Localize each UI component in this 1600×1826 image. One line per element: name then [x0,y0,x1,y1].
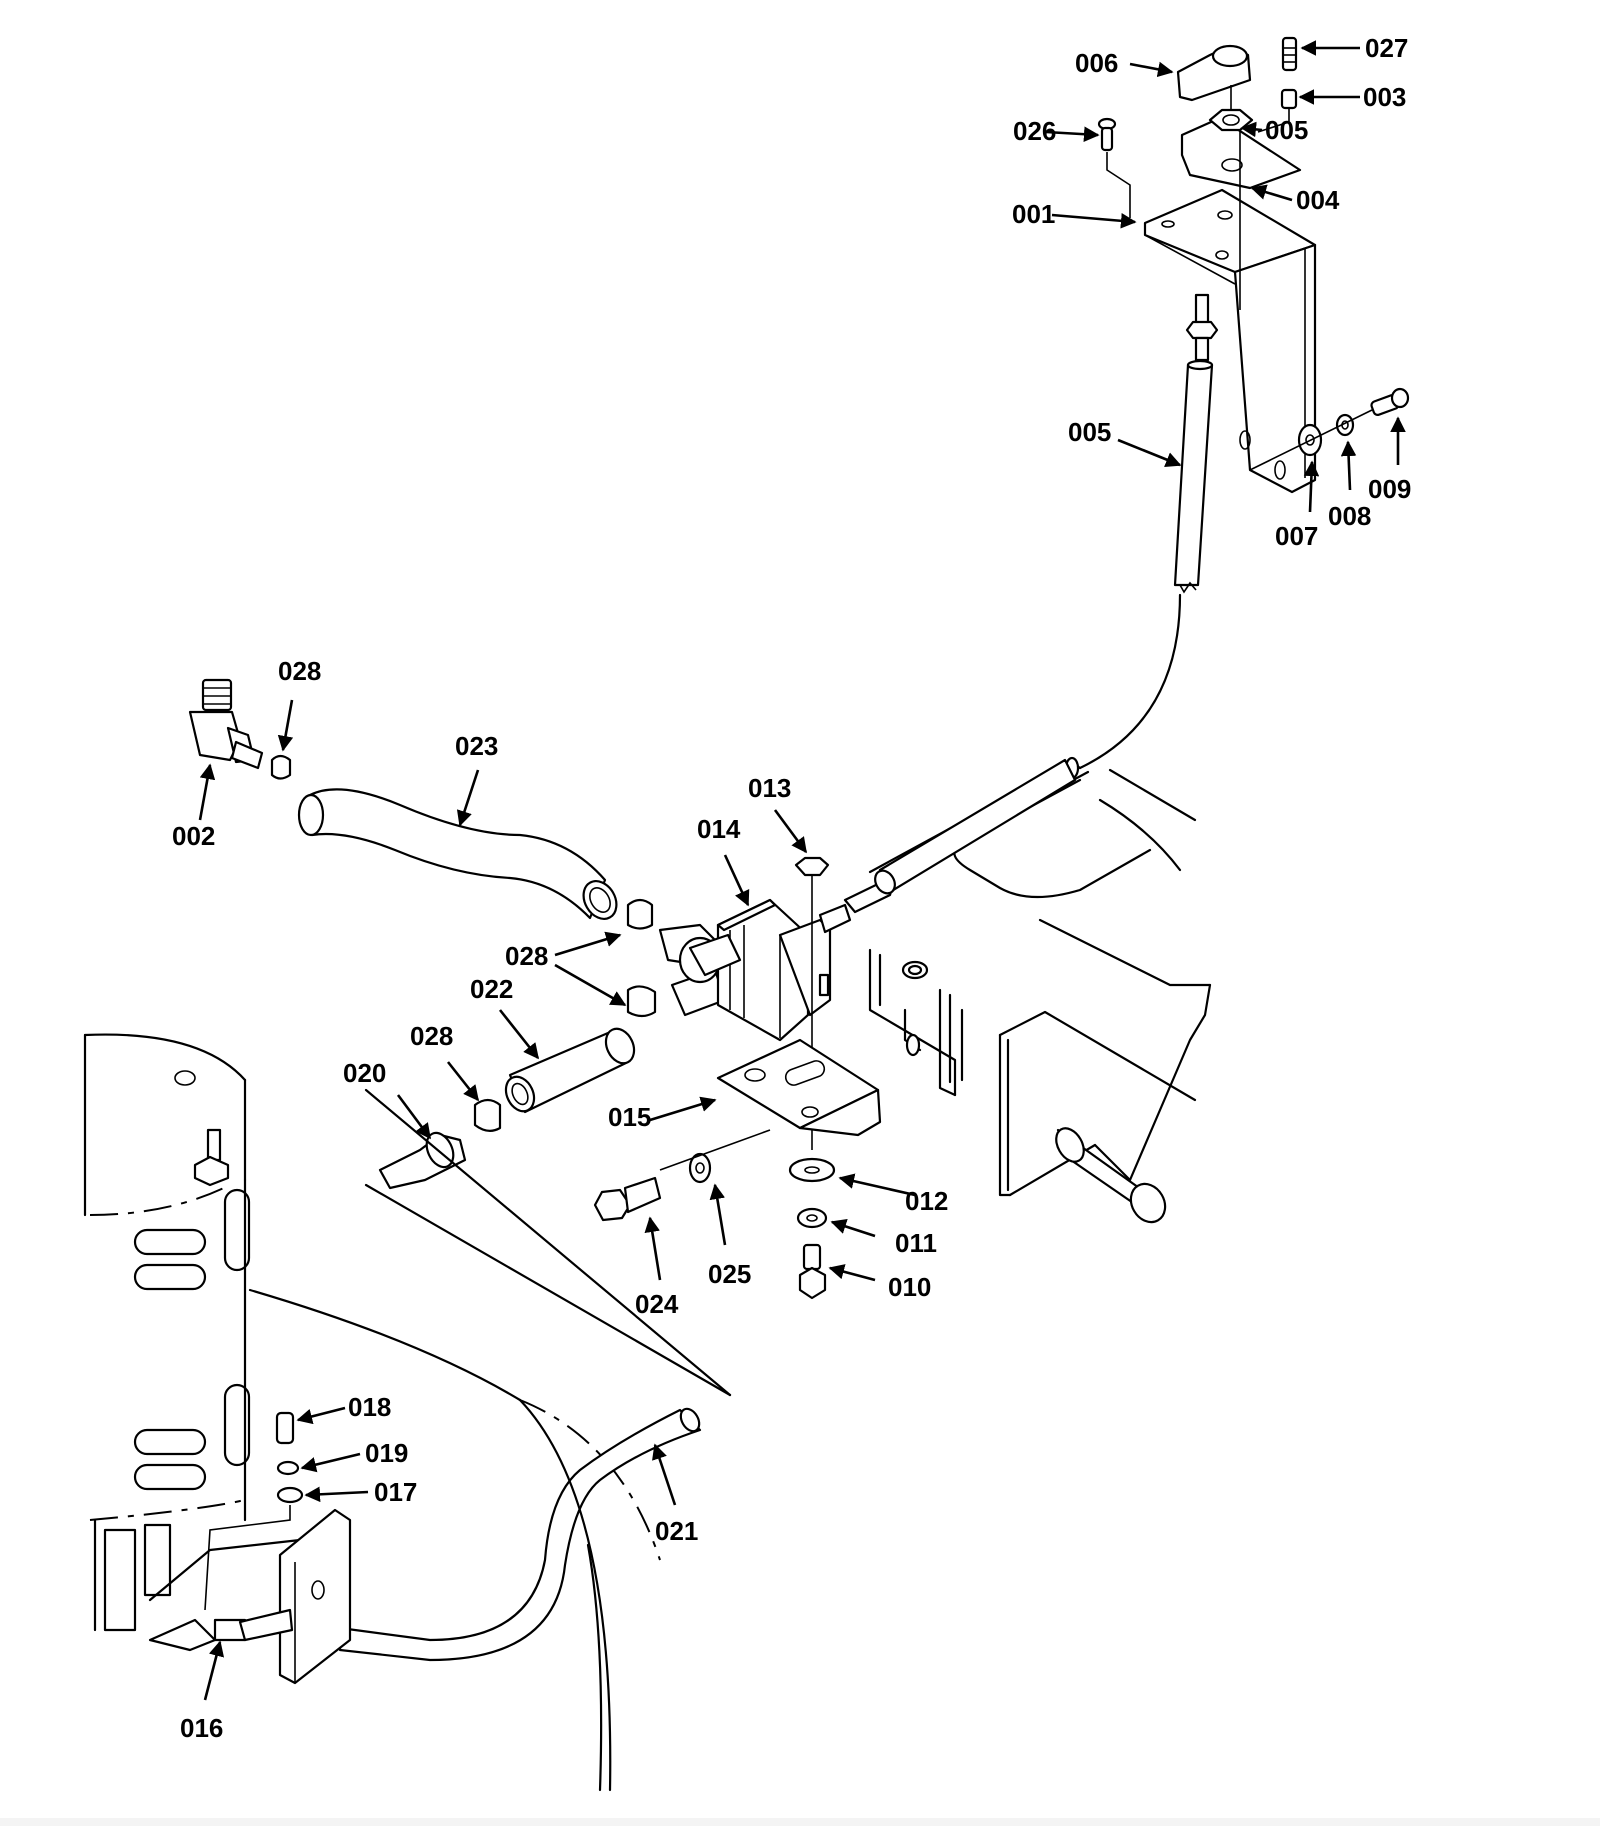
callout-024: 024 [635,1289,679,1319]
nut-013 [794,856,830,877]
callout-028-a: 028 [278,656,321,686]
callout-008: 008 [1328,501,1371,531]
callout-012: 012 [905,1186,948,1216]
callout-022: 022 [470,974,513,1004]
callout-028-b: 028 [505,941,548,971]
washer-025 [688,1152,712,1184]
callout-015: 015 [608,1102,651,1132]
callout-002: 002 [172,821,215,851]
callout-010: 010 [888,1272,931,1302]
callout-004: 004 [1296,185,1340,215]
callout-026: 026 [1013,116,1056,146]
leader-lines [198,40,1406,1701]
bracket-side [1233,243,1317,494]
machine-body [868,593,1212,1224]
screw-018 [275,1411,295,1445]
hose-clamp [270,754,292,780]
callout-021: 021 [655,1516,698,1546]
bracket-assembly [1097,36,1410,594]
callout-007: 007 [1275,521,1318,551]
set-screw [1281,36,1298,72]
callout-003: 003 [1363,82,1406,112]
callout-009: 009 [1368,474,1411,504]
mount-plate [278,1508,352,1685]
callout-023: 023 [455,731,498,761]
elbow-fitting [188,678,264,770]
callout-019: 019 [365,1438,408,1468]
hose-long [308,788,607,920]
callout-017: 017 [374,1477,417,1507]
hose-021 [338,1408,702,1662]
callout-020: 020 [343,1058,386,1088]
washer-012 [788,1157,836,1183]
callout-025: 025 [708,1259,751,1289]
callout-016: 016 [180,1713,223,1743]
callout-014: 014 [697,814,741,844]
callout-018: 018 [348,1392,391,1422]
washer-011 [796,1207,828,1229]
lockwasher-019 [276,1460,300,1476]
motor-base [83,1033,732,1792]
rod [1173,293,1219,587]
footer-strip [0,1818,1600,1826]
callout-028-c: 028 [410,1021,453,1051]
callout-011: 011 [895,1228,937,1258]
screw-010 [802,1243,822,1271]
callout-005-top: 005 [1265,115,1308,145]
pump-assembly [188,678,1077,1300]
spacer [1280,88,1298,110]
flat-screw [1100,126,1114,152]
callout-013: 013 [748,773,791,803]
callout-027: 027 [1365,33,1408,63]
callout-006: 006 [1075,48,1118,78]
tube-right [878,758,1077,894]
washer-017 [276,1486,304,1504]
callout-005-rod: 005 [1068,417,1111,447]
callout-001: 001 [1012,199,1055,229]
solenoid-pump [678,898,852,1042]
washer-small [1335,413,1355,437]
callout-labels: 006 027 003 026 005 004 001 005 009 008 … [172,33,1411,1743]
